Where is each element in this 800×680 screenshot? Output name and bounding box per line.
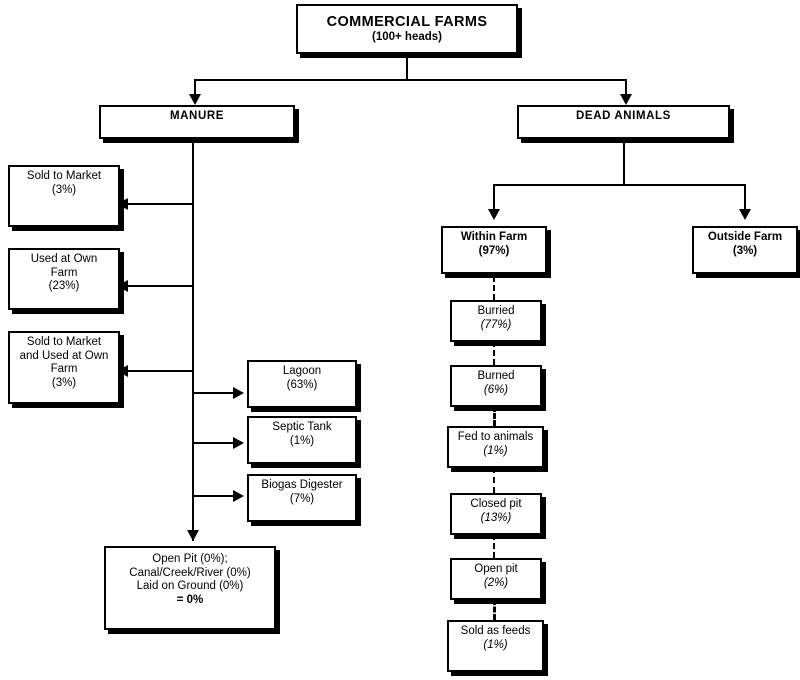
node-lagoon-label: Lagoon [282, 365, 322, 377]
arrow-dead-animals-to-within [488, 209, 500, 220]
node-sold-market-and-used-line-3: Farm [50, 363, 78, 376]
node-dead-animals-label: DEAD ANIMALS [576, 110, 671, 122]
connector-manure-lagoon [194, 392, 236, 394]
node-lagoon-value: (63%) [286, 378, 318, 391]
node-sold-as-feeds[interactable]: Sold as feeds (1%) [447, 620, 544, 672]
node-sold-as-feeds-label: Sold as feeds [460, 625, 531, 637]
node-commercial-farms-label: COMMERCIAL FARMS [326, 13, 488, 30]
node-septic-tank-value: (1%) [289, 434, 315, 447]
arrow-root-to-dead-animals [620, 94, 632, 105]
node-sold-market-and-used-own-farm[interactable]: Sold to Market and Used at Own Farm (3%) [8, 331, 120, 404]
node-sold-market-and-used-line-1: Sold to Market [26, 336, 102, 348]
connector-dead-animals-stem [623, 141, 625, 186]
node-used-at-own-farm[interactable]: Used at Own Farm (23%) [8, 248, 120, 310]
node-burned[interactable]: Burned (6%) [450, 365, 542, 407]
node-sold-to-market-line-1: Sold to Market [26, 170, 102, 182]
arrow-manure-biogas-digester [233, 490, 244, 502]
connector-manure-used-own-farm [128, 285, 193, 287]
node-used-at-own-farm-line-2: Farm [50, 266, 78, 279]
connector-manure-sold-and-used [128, 370, 193, 372]
connector-burned-to-fed-to-animals [493, 406, 496, 426]
node-within-farm-value: (97%) [478, 244, 510, 257]
arrow-manure-septic-tank [233, 437, 244, 449]
node-septic-tank-label: Septic Tank [272, 421, 332, 433]
node-open-pit-label: Open pit [474, 563, 518, 575]
node-closed-pit-label: Closed pit [470, 498, 522, 510]
node-open-pit[interactable]: Open pit (2%) [450, 558, 542, 600]
node-closed-pit-value: (13%) [480, 511, 512, 524]
node-septic-tank[interactable]: Septic Tank (1%) [247, 416, 357, 464]
connector-manure-biogas-digester [194, 495, 236, 497]
connector-within-farm-to-burried [493, 276, 495, 300]
node-lagoon[interactable]: Lagoon (63%) [247, 360, 357, 408]
connector-dead-animals-to-within [493, 184, 495, 212]
node-outside-farm[interactable]: Outside Farm (3%) [692, 226, 798, 274]
node-manure-terminal-line-1: Open Pit (0%); [152, 553, 228, 565]
node-manure[interactable]: MANURE [99, 105, 295, 139]
node-burried[interactable]: Burried (77%) [450, 300, 542, 342]
node-closed-pit[interactable]: Closed pit (13%) [450, 493, 542, 535]
node-manure-terminal-total: = 0% [176, 593, 204, 606]
node-burried-label: Burried [477, 305, 515, 317]
connector-root-crossbar [194, 79, 626, 81]
node-commercial-farms-sublabel: (100+ heads) [372, 30, 442, 43]
arrow-root-to-manure [189, 94, 201, 105]
connector-burried-to-burned [493, 341, 495, 365]
node-outside-farm-label: Outside Farm [707, 231, 783, 243]
connector-manure-sold-to-market [128, 203, 193, 205]
manure-spine [192, 141, 194, 541]
node-sold-market-and-used-line-4: (3%) [51, 376, 77, 389]
node-used-at-own-farm-line-1: Used at Own [30, 253, 98, 265]
node-manure-terminal[interactable]: Open Pit (0%); Canal/Creek/River (0%) La… [104, 546, 276, 630]
node-open-pit-value: (2%) [483, 576, 509, 589]
arrow-dead-animals-to-outside [739, 209, 751, 220]
node-within-farm-label: Within Farm [460, 231, 528, 243]
arrow-manure-sold-and-used [117, 365, 128, 377]
connector-manure-septic-tank [194, 442, 236, 444]
connector-root-stem [406, 56, 408, 81]
node-biogas-digester-value: (7%) [289, 492, 315, 505]
node-burned-value: (6%) [483, 383, 509, 396]
connector-closed-pit-to-open-pit [493, 534, 495, 558]
connector-root-to-dead-animals [625, 79, 627, 97]
node-sold-to-market[interactable]: Sold to Market (3%) [8, 165, 120, 227]
node-fed-to-animals[interactable]: Fed to animals (1%) [447, 426, 544, 468]
node-manure-terminal-line-3: Laid on Ground (0%) [136, 580, 244, 593]
node-sold-to-market-line-2: (3%) [51, 183, 77, 196]
node-sold-as-feeds-value: (1%) [483, 638, 508, 651]
connector-dead-animals-crossbar [493, 184, 745, 186]
node-biogas-digester[interactable]: Biogas Digester (7%) [247, 474, 357, 522]
node-outside-farm-value: (3%) [732, 244, 758, 257]
node-burned-label: Burned [477, 370, 515, 382]
node-manure-terminal-line-2: Canal/Creek/River (0%) [129, 566, 251, 579]
node-sold-market-and-used-line-2: and Used at Own [19, 349, 109, 362]
connector-root-to-manure [194, 79, 196, 97]
node-burried-value: (77%) [480, 318, 512, 331]
connector-dead-animals-to-outside [744, 184, 746, 212]
connector-open-pit-to-sold-as-feeds [493, 599, 496, 620]
node-dead-animals[interactable]: DEAD ANIMALS [517, 105, 730, 139]
arrow-manure-spine-end [187, 530, 199, 541]
node-fed-to-animals-label: Fed to animals [457, 431, 534, 443]
arrow-manure-lagoon [233, 387, 244, 399]
node-used-at-own-farm-line-3: (23%) [48, 280, 80, 293]
node-fed-to-animals-value: (1%) [483, 444, 508, 457]
arrow-manure-sold-to-market [117, 198, 128, 210]
node-manure-label: MANURE [169, 110, 225, 122]
arrow-manure-used-own-farm [117, 280, 128, 292]
node-within-farm[interactable]: Within Farm (97%) [441, 226, 547, 274]
node-biogas-digester-label: Biogas Digester [261, 479, 343, 491]
connector-fed-to-animals-to-closed-pit [493, 467, 495, 493]
node-commercial-farms[interactable]: COMMERCIAL FARMS (100+ heads) [296, 4, 518, 54]
